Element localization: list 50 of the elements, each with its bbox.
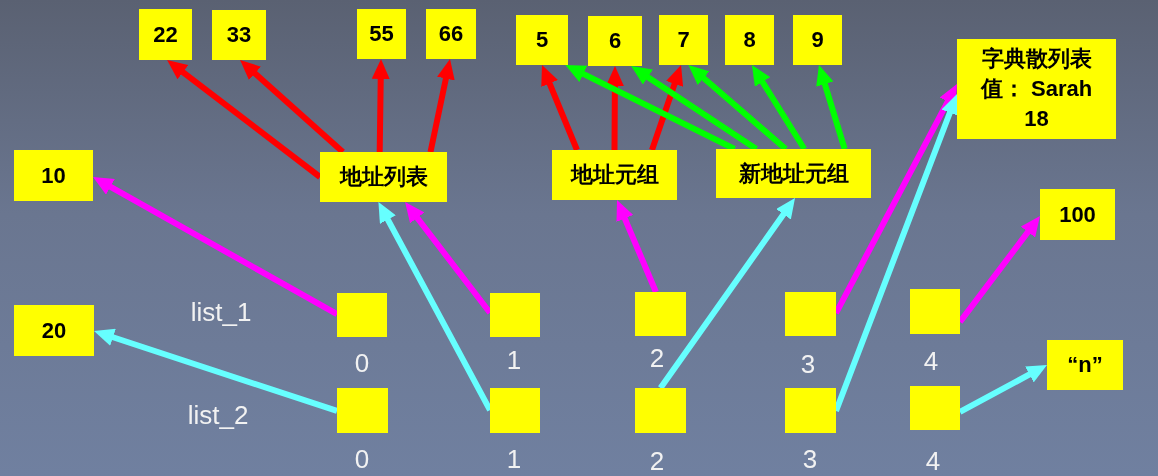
list-slot	[490, 388, 540, 433]
list-slot	[910, 386, 960, 430]
list-slot	[910, 289, 960, 334]
list-slot	[785, 292, 836, 336]
arrow	[539, 63, 580, 152]
value-box: 8	[725, 15, 774, 65]
value-box: 5	[516, 15, 568, 65]
arrow	[93, 328, 338, 414]
list-slot	[490, 293, 540, 337]
value-box: 22	[139, 9, 192, 60]
arrow	[816, 64, 848, 150]
arrow	[649, 64, 684, 151]
value-box: 33	[212, 10, 266, 60]
list-slot	[337, 388, 388, 433]
index-label: 2	[649, 343, 665, 373]
list-slot	[337, 293, 387, 337]
value-box: 66	[426, 9, 476, 59]
index-label: 4	[923, 346, 939, 376]
dictionary-box: 字典散列表 值： Sarah 18	[957, 39, 1116, 139]
list-slot	[635, 388, 686, 433]
value-box: 7	[659, 15, 708, 65]
index-label: 4	[925, 446, 941, 476]
list-slot	[785, 388, 836, 433]
list-name-label: list_1	[190, 297, 252, 327]
value-box: 6	[588, 16, 642, 66]
value-box: 100	[1040, 189, 1115, 240]
arrow	[658, 196, 798, 390]
list-object-box: 地址列表	[320, 152, 447, 202]
index-label: 3	[800, 349, 816, 379]
value-box: 20	[14, 305, 94, 356]
index-label: 3	[802, 444, 818, 474]
tuple-object-box: 新地址元组	[716, 149, 871, 198]
value-box: 9	[793, 15, 842, 65]
tuple-object-box: 地址元组	[552, 150, 677, 200]
arrow	[749, 63, 807, 151]
value-box: 55	[357, 9, 406, 59]
arrow	[564, 62, 736, 152]
index-label: 2	[649, 446, 665, 476]
value-box: 10	[14, 150, 93, 201]
arrow	[605, 65, 624, 151]
index-label: 1	[506, 444, 522, 474]
value-box: “n”	[1047, 340, 1123, 390]
index-label: 1	[506, 345, 522, 375]
arrow	[371, 58, 390, 153]
index-label: 0	[354, 348, 370, 378]
index-label: 0	[354, 444, 370, 474]
arrow	[427, 58, 455, 153]
list-slot	[635, 292, 686, 336]
arrow	[614, 198, 659, 294]
list-name-label: list_2	[187, 400, 249, 430]
